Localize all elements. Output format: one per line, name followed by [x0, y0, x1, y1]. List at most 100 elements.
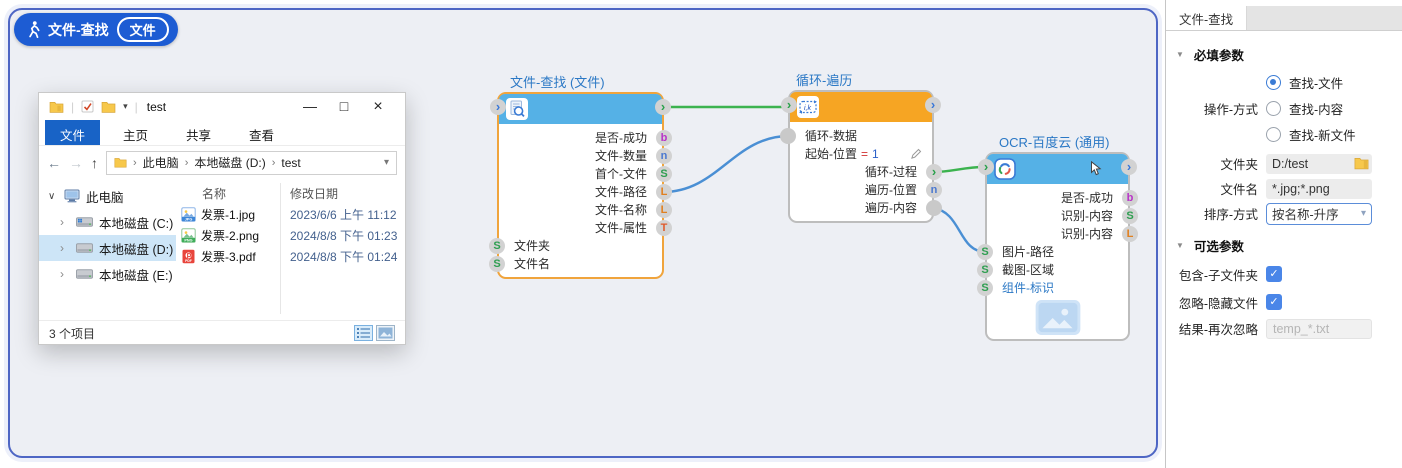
- optional-params-section[interactable]: ▼ 可选参数: [1176, 232, 1390, 258]
- ribbon-tab-file[interactable]: 文件: [45, 120, 101, 145]
- address-caret-icon[interactable]: ▾: [383, 157, 389, 168]
- tree-collapsed-icon[interactable]: ›: [60, 215, 64, 229]
- find-node[interactable]: › › 是否-成功 b 文件-数量 n 首个-文件 S 文件-路径 L 文件-名…: [489, 92, 672, 279]
- flow-process-port[interactable]: ›: [926, 164, 942, 180]
- tree-item-drive-c[interactable]: › 本地磁盘 (C:): [39, 209, 176, 235]
- forward-icon[interactable]: →: [69, 154, 83, 171]
- tree-item-label[interactable]: 本地磁盘 (D:): [99, 242, 174, 257]
- thumbnail-view-icon[interactable]: [376, 325, 395, 341]
- ocr-node-header[interactable]: › ›: [978, 154, 1137, 184]
- tree-item-this-pc[interactable]: ∨ 此电脑: [39, 183, 176, 209]
- radio-find-file[interactable]: [1266, 74, 1281, 90]
- details-view-icon[interactable]: [354, 325, 373, 341]
- type-badge-number[interactable]: n: [656, 148, 672, 164]
- explorer-titlebar[interactable]: | ▾ | test — □ ×: [39, 93, 405, 120]
- filename-input[interactable]: [1266, 178, 1372, 199]
- radio-label[interactable]: 查找-内容: [1289, 102, 1344, 117]
- type-badge-list[interactable]: L: [656, 202, 672, 218]
- result-ignore-input[interactable]: [1266, 318, 1372, 339]
- file-row[interactable]: PNG 发票-2.png 2024/8/8 下午 01:23: [176, 225, 405, 246]
- quick-access-check-icon[interactable]: [81, 100, 94, 113]
- type-badge-boolean[interactable]: b: [1122, 190, 1138, 206]
- type-badge-string[interactable]: S: [1122, 208, 1138, 224]
- file-explorer-window[interactable]: | ▾ | test — □ × 文件 主页 共享 查看 ← → ↑ ›: [38, 92, 406, 345]
- folder-input[interactable]: [1266, 153, 1372, 174]
- tree-expanded-icon[interactable]: ∨: [48, 190, 56, 202]
- include-subfolders-checkbox[interactable]: ✓: [1266, 266, 1282, 282]
- ocr-node[interactable]: › › 是否-成功 b 识别-内容 S 识别-内容 L S 图片: [977, 152, 1138, 341]
- breadcrumb-drive-d[interactable]: 本地磁盘 (D:): [194, 156, 266, 170]
- type-badge-string[interactable]: S: [977, 262, 993, 278]
- file-name[interactable]: 发票-3.pdf: [201, 250, 256, 264]
- workflow-tab[interactable]: 文件-查找 文件: [14, 13, 178, 46]
- radio-label[interactable]: 查找-文件: [1289, 76, 1344, 91]
- close-button[interactable]: ×: [373, 97, 383, 115]
- flow-out-port[interactable]: ›: [925, 97, 941, 113]
- type-badge-boolean[interactable]: b: [656, 130, 672, 146]
- type-badge-string[interactable]: S: [656, 166, 672, 182]
- flow-in-port[interactable]: ›: [978, 159, 994, 175]
- ribbon-tab-view[interactable]: 查看: [249, 129, 275, 143]
- radio-find-content[interactable]: [1266, 100, 1281, 116]
- find-node-header[interactable]: › ›: [490, 94, 671, 124]
- file-row[interactable]: PDF 发票-3.pdf 2024/8/8 下午 01:24: [176, 246, 405, 267]
- section-triangle-icon[interactable]: ▼: [1176, 240, 1184, 250]
- column-header-date[interactable]: 修改日期: [290, 186, 339, 201]
- input-label-link[interactable]: 组件-标识: [1002, 281, 1054, 295]
- sort-select[interactable]: 按名称-升序 ▾: [1266, 202, 1372, 225]
- panel-tab-active[interactable]: 文件-查找: [1166, 6, 1248, 30]
- file-row[interactable]: JPG 发票-1.jpg 2023/6/6 上午 11:12: [176, 204, 405, 225]
- data-out-port[interactable]: [926, 200, 942, 216]
- type-badge-string[interactable]: S: [977, 244, 993, 260]
- loop-node[interactable]: › i,k › 循环-数据 起始-位置=1 循环-过程 › 遍历-位置 n: [780, 90, 942, 223]
- ribbon-tab-home[interactable]: 主页: [123, 129, 149, 143]
- filename-input-value[interactable]: [1272, 181, 1366, 196]
- address-box[interactable]: › 此电脑 › 本地磁盘 (D:) › test ▾: [106, 150, 397, 175]
- radio-label[interactable]: 查找-新文件: [1289, 128, 1356, 143]
- type-badge-text[interactable]: T: [656, 220, 672, 236]
- type-badge-string[interactable]: S: [489, 238, 505, 254]
- up-icon[interactable]: ↑: [91, 154, 98, 171]
- tree-collapsed-icon[interactable]: ›: [60, 241, 64, 255]
- type-badge-number[interactable]: n: [926, 182, 942, 198]
- quick-access-folder-icon[interactable]: [101, 101, 116, 113]
- input-label: 文件夹: [514, 239, 551, 253]
- loop-node-header[interactable]: › i,k ›: [781, 92, 941, 122]
- column-header-name[interactable]: 名称: [202, 186, 227, 201]
- type-badge-string[interactable]: S: [489, 256, 505, 272]
- radio-row-find-new: 查找-新文件: [1176, 121, 1390, 147]
- flow-in-port[interactable]: ›: [490, 99, 506, 115]
- file-name[interactable]: 发票-1.jpg: [201, 208, 256, 222]
- tree-item-drive-e[interactable]: › 本地磁盘 (E:): [39, 261, 176, 287]
- flow-in-port[interactable]: ›: [781, 97, 797, 113]
- breadcrumb-this-pc[interactable]: 此电脑: [142, 156, 179, 170]
- data-in-port[interactable]: [780, 128, 796, 144]
- section-triangle-icon[interactable]: ▼: [1176, 49, 1184, 59]
- flow-out-port[interactable]: ›: [655, 99, 671, 115]
- folder-input-value[interactable]: [1272, 156, 1366, 171]
- start-value[interactable]: 1: [872, 147, 879, 161]
- type-badge-string[interactable]: S: [977, 280, 993, 296]
- tree-item-label[interactable]: 本地磁盘 (C:): [99, 216, 174, 231]
- back-icon[interactable]: ←: [47, 154, 61, 171]
- tree-collapsed-icon[interactable]: ›: [60, 267, 64, 281]
- maximize-button[interactable]: □: [339, 97, 349, 114]
- quick-access-caret-icon[interactable]: ▾: [123, 101, 128, 111]
- required-params-section[interactable]: ▼ 必填参数: [1176, 41, 1390, 67]
- tree-item-drive-d[interactable]: › 本地磁盘 (D:): [39, 235, 176, 261]
- flow-out-port[interactable]: ›: [1121, 159, 1137, 175]
- ignore-hidden-checkbox[interactable]: ✓: [1266, 294, 1282, 310]
- section-title: 必填参数: [1193, 48, 1244, 63]
- workflow-tab-badge[interactable]: 文件: [116, 17, 169, 42]
- type-badge-list[interactable]: L: [1122, 226, 1138, 242]
- ribbon-tab-share[interactable]: 共享: [186, 129, 212, 143]
- browse-folder-icon[interactable]: [1354, 156, 1369, 170]
- edit-pencil-icon[interactable]: [911, 148, 922, 159]
- file-name[interactable]: 发票-2.png: [201, 229, 260, 243]
- tree-item-label[interactable]: 此电脑: [86, 190, 124, 205]
- breadcrumb-test[interactable]: test: [281, 155, 301, 170]
- minimize-button[interactable]: —: [303, 97, 317, 114]
- radio-find-new-file[interactable]: [1266, 126, 1281, 142]
- type-badge-list[interactable]: L: [656, 184, 672, 200]
- tree-item-label[interactable]: 本地磁盘 (E:): [99, 268, 173, 283]
